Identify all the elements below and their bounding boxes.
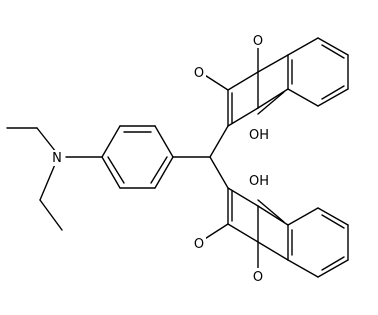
bond	[321, 85, 345, 100]
bond	[227, 223, 259, 243]
methine-bridge	[172, 125, 229, 189]
bond	[257, 241, 289, 261]
bond	[107, 156, 125, 184]
label-mask	[251, 32, 265, 48]
bond	[257, 199, 285, 223]
label-mask	[251, 268, 265, 284]
bond	[39, 161, 57, 201]
bond	[209, 156, 229, 189]
lower-hydroxyl-label: OH	[249, 174, 269, 189]
nitrogen-label: N	[52, 151, 62, 166]
atom-labels: N O O OH OH O O	[50, 32, 272, 285]
label-mask	[50, 150, 64, 166]
lower-coumarin-unit	[199, 187, 349, 278]
bond	[317, 37, 349, 56]
bond	[154, 156, 174, 189]
label-mask	[246, 126, 272, 142]
bond	[227, 107, 259, 127]
bond	[287, 259, 319, 278]
upper-coumarin-unit	[199, 37, 349, 127]
bond	[101, 156, 121, 189]
bond	[321, 256, 345, 271]
bond	[209, 125, 229, 158]
bond	[227, 187, 259, 207]
bond	[321, 214, 345, 229]
label-mask	[190, 235, 206, 251]
bond	[287, 88, 319, 107]
label-mask	[190, 64, 206, 80]
bond	[317, 88, 349, 107]
lower-carbonyl-oxygen-label: O	[194, 237, 204, 252]
bond	[317, 259, 349, 278]
bond	[317, 207, 349, 226]
bond	[150, 156, 168, 184]
bond	[39, 199, 63, 231]
upper-hydroxyl-label: OH	[249, 128, 269, 143]
upper-carbonyl-oxygen-label: O	[194, 66, 204, 81]
bond	[321, 44, 345, 59]
bond	[257, 91, 285, 115]
diethylamino-group	[6, 127, 103, 231]
bond	[257, 54, 289, 73]
upper-ring-oxygen-label: O	[253, 34, 263, 49]
lower-ring-oxygen-label: O	[253, 270, 263, 285]
label-mask	[246, 172, 272, 188]
bond	[36, 127, 57, 153]
bond	[227, 71, 259, 91]
bond	[154, 125, 174, 158]
phenyl-ring	[101, 125, 174, 189]
bond	[287, 37, 319, 56]
bond	[101, 125, 121, 158]
bond	[287, 207, 319, 226]
